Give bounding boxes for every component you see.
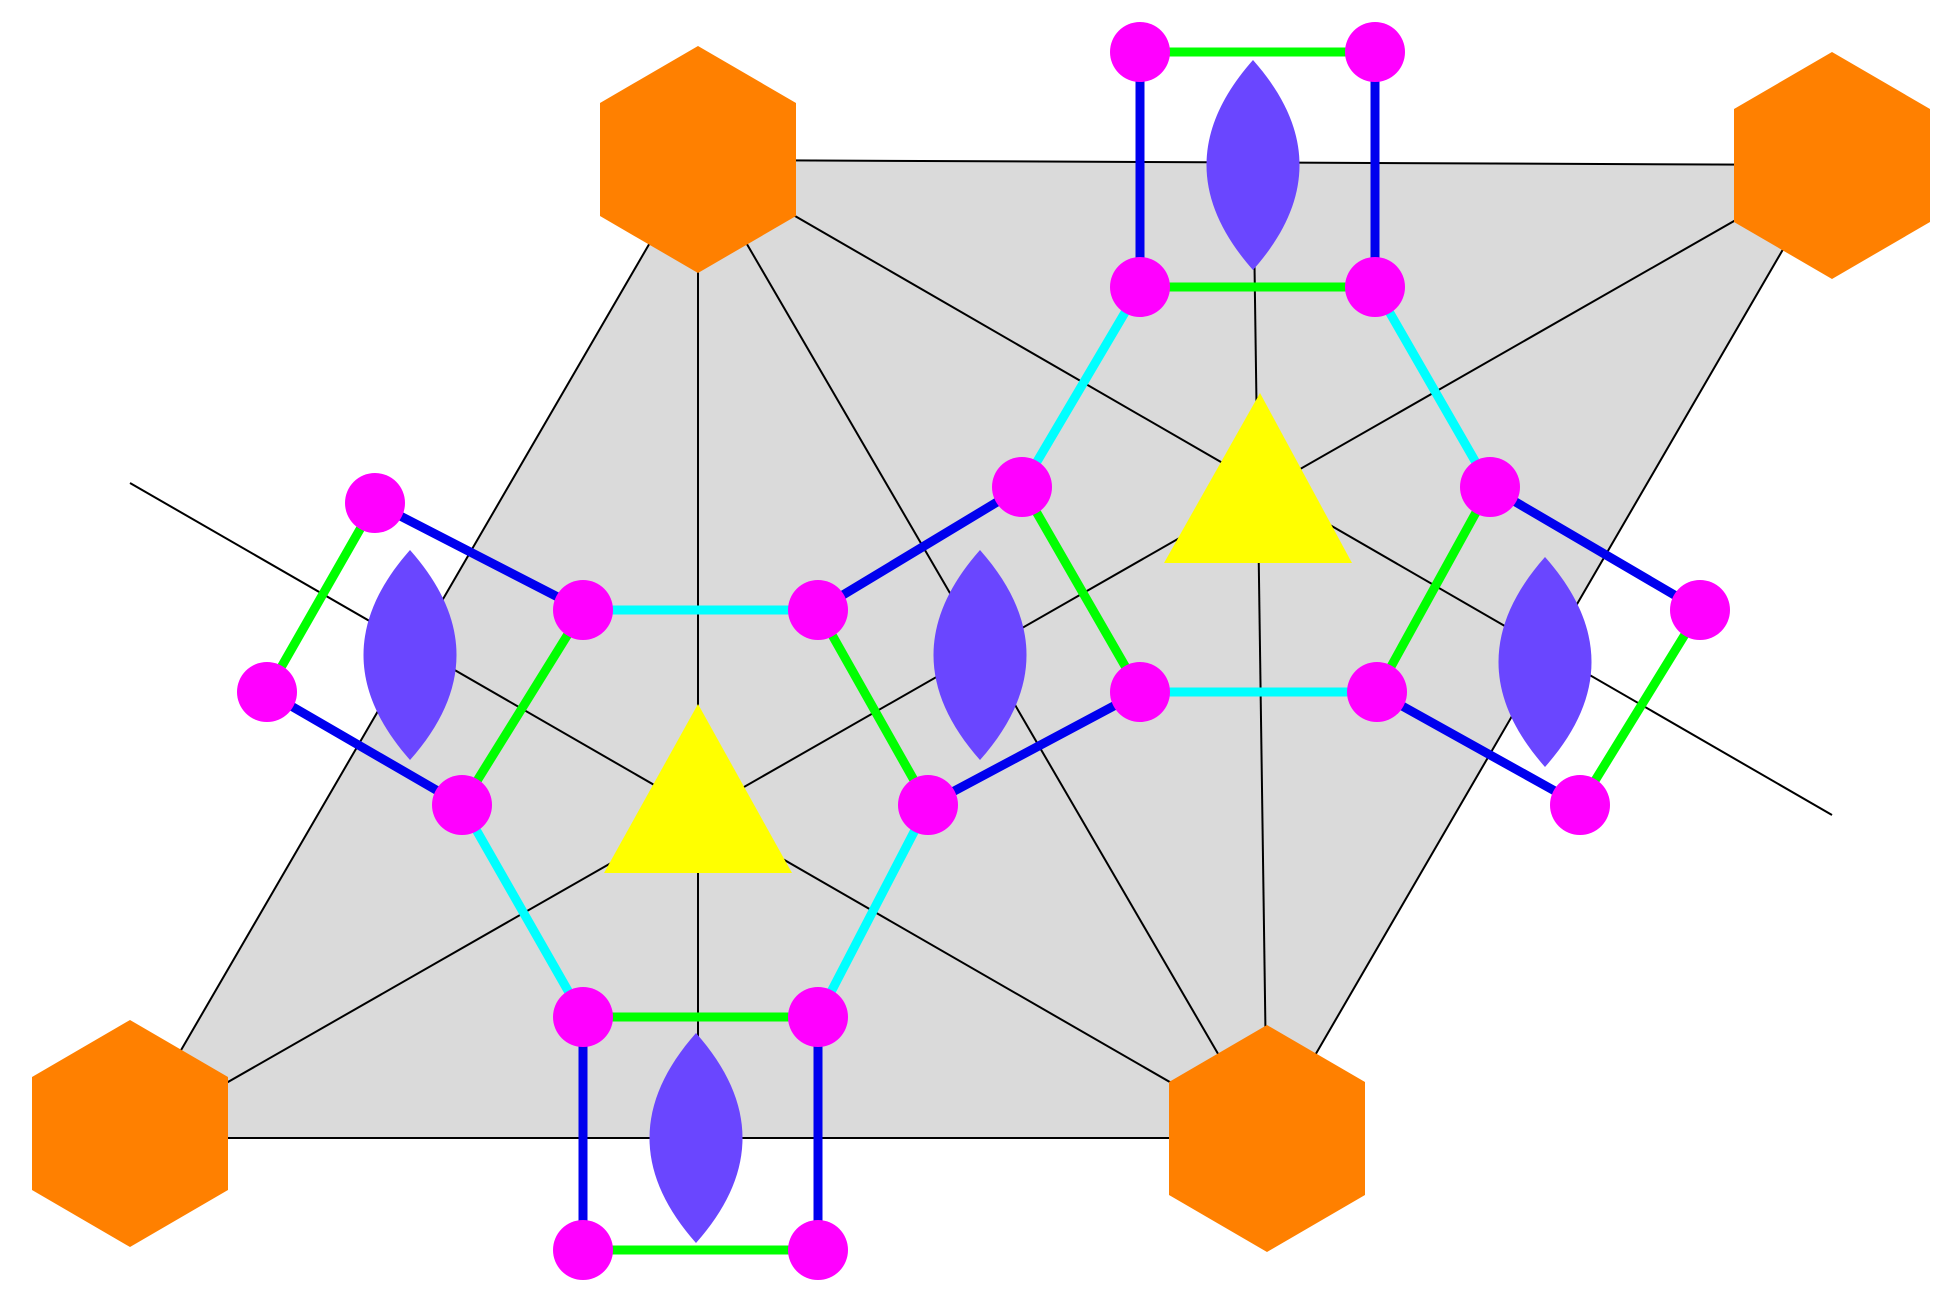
triangle-marker [604, 704, 792, 873]
vertex [237, 662, 297, 722]
cyan-bond [813, 800, 933, 1022]
green-bond [1372, 482, 1495, 697]
vertex [1670, 580, 1730, 640]
green-bond [1017, 482, 1145, 697]
lens-marker [363, 550, 457, 760]
lens-marker [933, 550, 1027, 760]
blue-bond [1485, 482, 1705, 615]
cell-line [1252, 159, 1268, 1139]
cyan-bond [1017, 282, 1145, 492]
cyan-bonds [457, 282, 1495, 1022]
triangle-marker [1164, 393, 1352, 563]
cyan-bond [1370, 282, 1495, 492]
lens-marker [649, 1033, 743, 1243]
lens-marker [1498, 557, 1592, 767]
green-bond [813, 605, 933, 810]
green-bond [457, 605, 588, 810]
blue-bond [262, 687, 467, 810]
vertex [1460, 457, 1520, 517]
vertex [432, 775, 492, 835]
hexagon-marker [600, 46, 796, 273]
triangle-markers [604, 393, 1352, 873]
vertex [553, 987, 613, 1047]
hexagon-marker [1169, 1025, 1365, 1252]
lens-marker [1206, 60, 1300, 270]
vertex [553, 1220, 613, 1280]
vertex [345, 473, 405, 533]
blue-bond [370, 498, 588, 615]
vertex [788, 580, 848, 640]
green-bond [262, 498, 380, 697]
hexagon-markers [32, 46, 1930, 1252]
vertex [898, 775, 958, 835]
vertex [788, 1220, 848, 1280]
blue-bonds [262, 47, 1705, 1255]
vertex [1110, 22, 1170, 82]
blue-bond [923, 687, 1145, 810]
graph-vertices [237, 22, 1730, 1280]
vertex [1110, 257, 1170, 317]
vertex [1345, 257, 1405, 317]
green-bond [1575, 605, 1705, 810]
lens-markers [363, 60, 1592, 1243]
green-bonds [262, 47, 1705, 1255]
blue-bond [1372, 687, 1585, 810]
blue-bond [813, 482, 1027, 615]
vertex [788, 987, 848, 1047]
vertex [992, 457, 1052, 517]
hexagon-marker [1734, 52, 1930, 279]
vertex [1345, 22, 1405, 82]
hexagon-marker [32, 1020, 228, 1247]
vertex [1550, 775, 1610, 835]
vertex [1347, 662, 1407, 722]
vertex [553, 580, 613, 640]
vertex [1110, 662, 1170, 722]
cyan-bond [457, 800, 588, 1022]
